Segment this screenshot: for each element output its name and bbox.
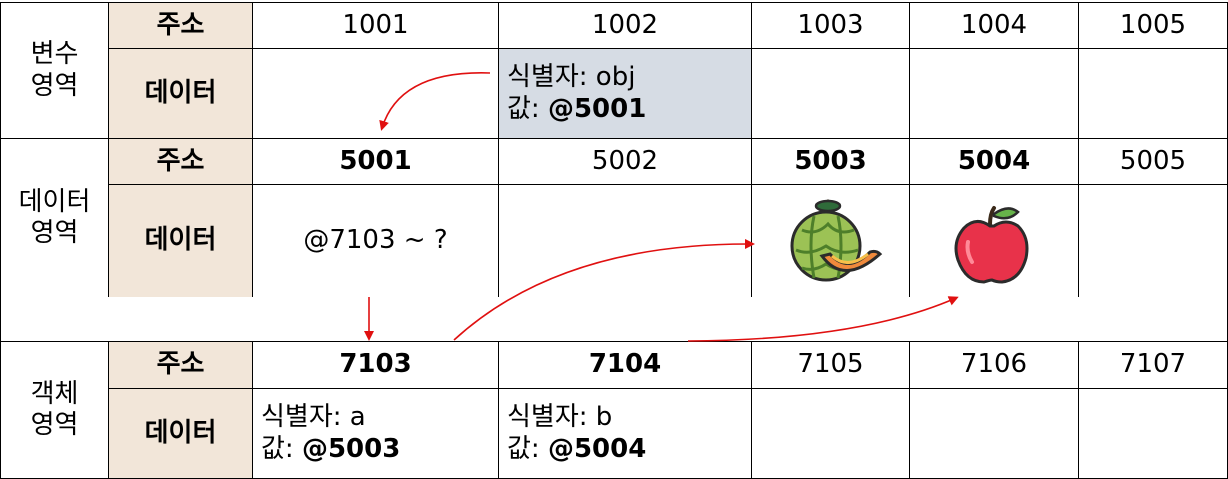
data-data-5001: @7103 ~ ? (252, 184, 499, 298)
identifier-obj: 식별자: obj (507, 62, 636, 93)
object-addr-7106: 7106 (909, 341, 1079, 389)
object-area-label: 객체 영역 (0, 341, 109, 479)
spacer-row (0, 297, 1228, 342)
value-line-b: 값: @5004 (507, 433, 647, 464)
variable-data-1003 (751, 48, 910, 139)
data-addr-5005: 5005 (1078, 138, 1228, 185)
data-area-label-line1: 데이터 (18, 186, 91, 217)
object-addr-7104: 7104 (498, 341, 752, 389)
value-line-a: 값: @5003 (261, 433, 401, 464)
object-area-label-line2: 영역 (30, 410, 79, 440)
object-data-7105 (751, 388, 910, 479)
data-data-5002 (498, 184, 752, 298)
identifier-a: 식별자: a (261, 402, 366, 433)
variable-data-header: 데이터 (108, 48, 253, 139)
value-line-obj: 값: @5001 (507, 93, 647, 124)
melon-icon (790, 199, 883, 282)
data-addr-5001: 5001 (252, 138, 499, 185)
data-addr-header: 주소 (108, 138, 253, 185)
variable-area-label-line2: 영역 (30, 70, 79, 101)
object-data-7107 (1078, 388, 1228, 479)
object-addr-7107: 7107 (1078, 341, 1228, 389)
variable-addr-1001: 1001 (252, 2, 499, 49)
object-addr-7103: 7103 (252, 341, 499, 389)
object-area-label-line1: 객체 (30, 378, 79, 409)
data-data-header: 데이터 (108, 184, 253, 298)
object-addr-header: 주소 (108, 341, 253, 389)
variable-addr-header: 주소 (108, 2, 253, 49)
variable-data-1002: 식별자: obj 값: @5001 (498, 48, 752, 139)
object-addr-7105: 7105 (751, 341, 910, 389)
variable-data-1001 (252, 48, 499, 139)
variable-data-1004 (909, 48, 1079, 139)
variable-addr-1004: 1004 (909, 2, 1079, 49)
data-addr-5004: 5004 (909, 138, 1079, 185)
variable-addr-1005: 1005 (1078, 2, 1228, 49)
variable-area-label: 변수 영역 (0, 2, 109, 139)
identifier-b: 식별자: b (507, 402, 613, 433)
variable-addr-1002: 1002 (498, 2, 752, 49)
object-data-7104: 식별자: b 값: @5004 (498, 388, 752, 479)
object-data-7106 (909, 388, 1079, 479)
variable-area-label-line1: 변수 (30, 39, 79, 70)
data-area-label-line2: 영역 (30, 218, 79, 248)
data-addr-5002: 5002 (498, 138, 752, 185)
data-area-label: 데이터 영역 (0, 138, 109, 298)
data-addr-5003: 5003 (751, 138, 910, 185)
variable-addr-1003: 1003 (751, 2, 910, 49)
apple-icon (954, 206, 1029, 284)
object-data-7103: 식별자: a 값: @5003 (252, 388, 499, 479)
object-data-header: 데이터 (108, 388, 253, 479)
data-data-5005 (1078, 184, 1228, 298)
variable-data-1005 (1078, 48, 1228, 139)
